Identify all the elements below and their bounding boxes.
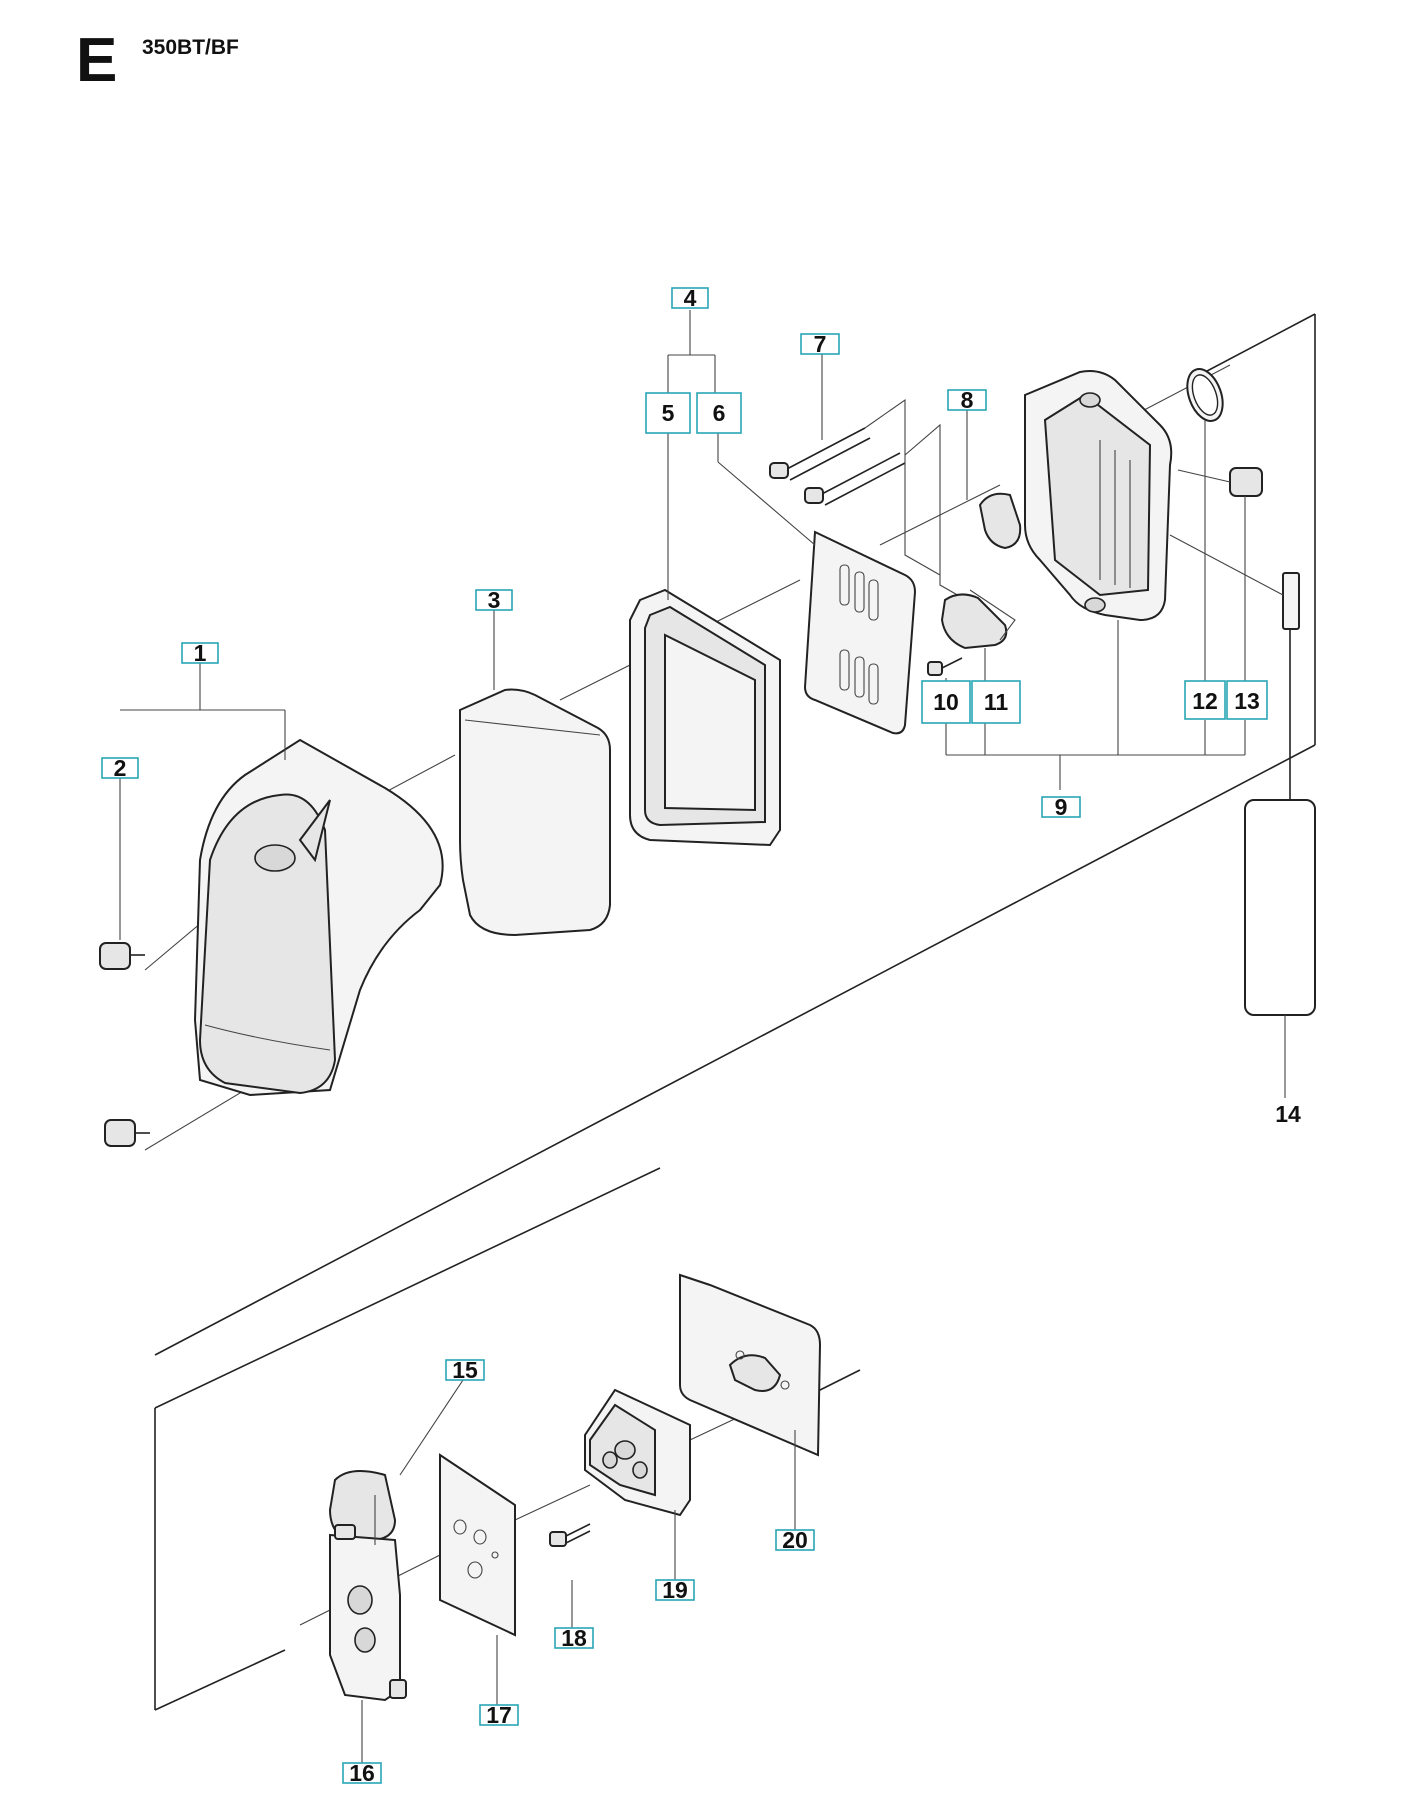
callout-11: 11 (971, 680, 1021, 724)
pre-filter-screen (803, 530, 917, 735)
carburetor-cap (328, 1470, 397, 1541)
cover-knob-bottom (104, 1119, 150, 1147)
leader-lines (119, 310, 1286, 1763)
decal-small (1169, 534, 1300, 630)
svg-text:4: 4 (684, 285, 697, 311)
callout-3: 3 (475, 587, 513, 613)
choke-lever (978, 492, 1022, 550)
svg-text:17: 17 (486, 1702, 512, 1728)
svg-text:3: 3 (488, 587, 501, 613)
svg-text:16: 16 (349, 1760, 375, 1786)
warning-label (1244, 629, 1316, 1016)
model-name: 350BT/BF (142, 36, 239, 59)
choke-bracket (940, 589, 1016, 650)
housing-o-ring (1186, 368, 1224, 422)
callout-9: 9 (1041, 794, 1081, 820)
carburetor-gasket (439, 1453, 516, 1637)
svg-text:19: 19 (662, 1577, 688, 1603)
filter-element (459, 688, 611, 937)
svg-text:18: 18 (561, 1625, 587, 1651)
callout-19: 19 (655, 1577, 695, 1603)
intake-insulator (584, 1388, 691, 1517)
callout-17: 17 (479, 1702, 519, 1728)
svg-text:13: 13 (1234, 688, 1260, 714)
svg-text:5: 5 (662, 400, 675, 426)
svg-text:7: 7 (814, 331, 827, 357)
filter-gasket-frame (629, 588, 781, 847)
upper-assembly-frame (154, 313, 1316, 1356)
cover-knob-top (99, 942, 145, 970)
callout-1: 1 (181, 640, 219, 666)
callout-18: 18 (554, 1625, 594, 1651)
svg-text:10: 10 (933, 689, 959, 715)
svg-text:11: 11 (984, 689, 1009, 715)
filter-housing (1024, 370, 1173, 622)
carburetor (329, 1524, 407, 1702)
callout-7: 7 (800, 331, 840, 357)
callout-16: 16 (342, 1760, 382, 1786)
callout-14: 14 (1275, 1101, 1301, 1127)
air-filter-cover (193, 738, 444, 1097)
svg-text:9: 9 (1055, 794, 1068, 820)
callout-12: 12 (1184, 680, 1226, 720)
svg-text:20: 20 (782, 1527, 808, 1553)
callout-20: 20 (775, 1527, 815, 1553)
insulator-bolt (549, 1523, 591, 1547)
svg-text:2: 2 (114, 755, 127, 781)
bracket-screw (927, 657, 963, 676)
svg-text:6: 6 (713, 400, 726, 426)
housing-knob (1177, 467, 1263, 497)
callout-8: 8 (947, 387, 987, 413)
callout-4: 4 (671, 285, 709, 311)
svg-text:12: 12 (1192, 688, 1218, 714)
callout-2: 2 (101, 755, 139, 781)
callout-13: 13 (1226, 680, 1268, 720)
cylinder-gasket (679, 1273, 822, 1457)
svg-text:14: 14 (1275, 1101, 1301, 1127)
callout-15: 15 (445, 1357, 485, 1383)
svg-text:15: 15 (452, 1357, 478, 1383)
callout-10: 10 (921, 680, 971, 724)
callout-6: 6 (696, 392, 742, 434)
callout-5: 5 (645, 392, 691, 434)
lower-assembly-frame (154, 1167, 861, 1711)
long-bolts (769, 398, 976, 606)
section-letter: E (76, 26, 118, 95)
svg-text:1: 1 (194, 640, 207, 666)
svg-text:8: 8 (961, 387, 974, 413)
